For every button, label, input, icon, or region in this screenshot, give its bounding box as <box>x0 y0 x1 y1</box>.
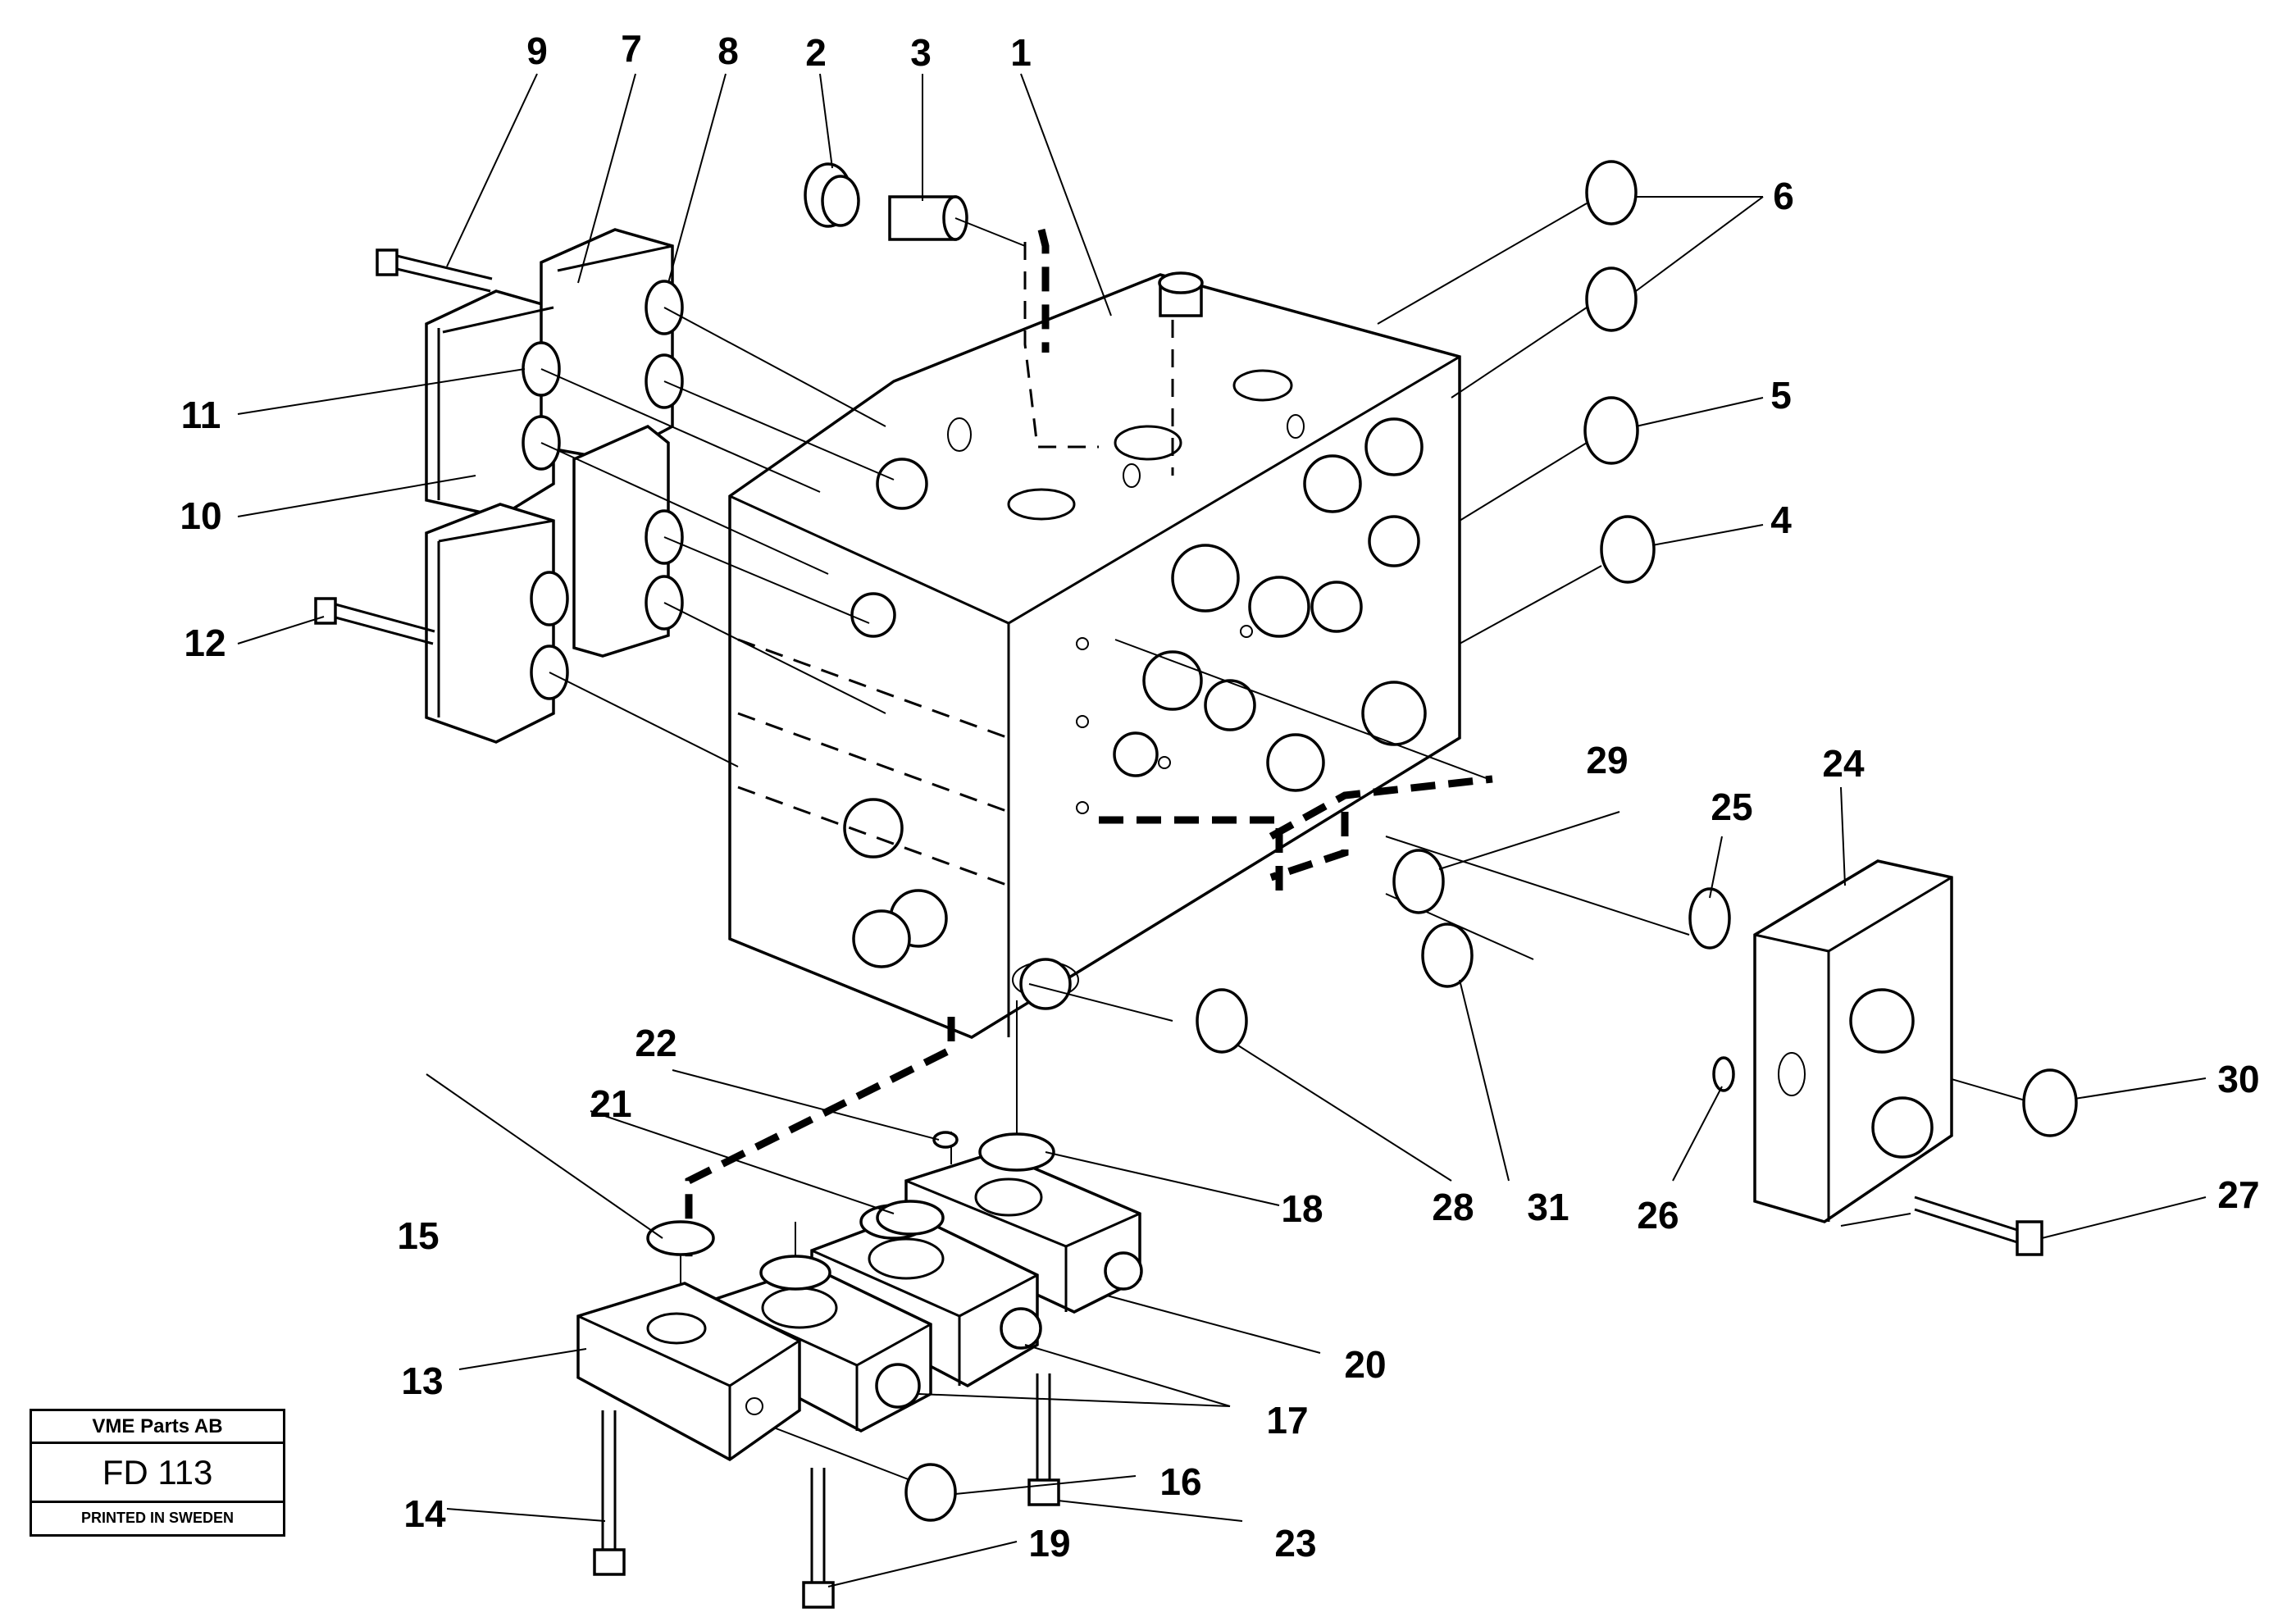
callout-7: 7 <box>621 27 642 70</box>
plate-company: VME Parts AB <box>32 1411 283 1444</box>
callout-29: 29 <box>1586 739 1628 781</box>
callout-1: 1 <box>1010 31 1032 74</box>
callout-15: 15 <box>397 1214 439 1257</box>
callout-27: 27 <box>2217 1173 2259 1216</box>
callout-26: 26 <box>1637 1194 1679 1237</box>
callout-numbers: 1 2 3 4 5 6 7 8 9 10 11 12 13 14 15 16 1… <box>180 27 2259 1565</box>
callout-25: 25 <box>1711 786 1752 828</box>
callout-4: 4 <box>1770 499 1792 541</box>
callout-14: 14 <box>403 1492 446 1535</box>
callout-20: 20 <box>1344 1343 1386 1386</box>
callout-13: 13 <box>401 1360 443 1402</box>
valve-block <box>728 271 1461 1039</box>
callout-3: 3 <box>910 31 932 74</box>
callout-21: 21 <box>590 1082 631 1125</box>
callout-2: 2 <box>805 31 827 74</box>
callout-10: 10 <box>180 494 221 537</box>
callout-12: 12 <box>184 622 226 664</box>
hidden-lines <box>685 228 1493 1263</box>
callout-18: 18 <box>1281 1187 1323 1230</box>
side-cover-block <box>1196 849 2078 1256</box>
callout-31: 31 <box>1527 1186 1569 1228</box>
callout-11: 11 <box>181 394 221 436</box>
plate-code: FD 113 <box>32 1444 283 1503</box>
plugs-right <box>1583 160 1656 584</box>
callout-5: 5 <box>1770 374 1792 417</box>
callout-17: 17 <box>1266 1399 1308 1442</box>
leader-lines <box>237 73 2207 1587</box>
callout-19: 19 <box>1028 1522 1070 1565</box>
callout-6: 6 <box>1773 175 1794 217</box>
plate-printed: PRINTED IN SWEDEN <box>80 1510 234 1526</box>
callout-8: 8 <box>718 30 739 72</box>
left-cover-plates <box>425 228 674 744</box>
callout-28: 28 <box>1432 1186 1474 1228</box>
title-plate: VME Parts AB FD 113 PRINTED IN SWEDEN <box>30 1409 285 1537</box>
callout-24: 24 <box>1822 742 1865 785</box>
plugs-top <box>804 162 968 241</box>
callout-30: 30 <box>2217 1058 2259 1100</box>
callout-23: 23 <box>1274 1522 1316 1565</box>
bolts-left <box>314 248 493 645</box>
callout-22: 22 <box>635 1022 676 1064</box>
callout-9: 9 <box>526 30 548 72</box>
callout-16: 16 <box>1159 1460 1201 1503</box>
